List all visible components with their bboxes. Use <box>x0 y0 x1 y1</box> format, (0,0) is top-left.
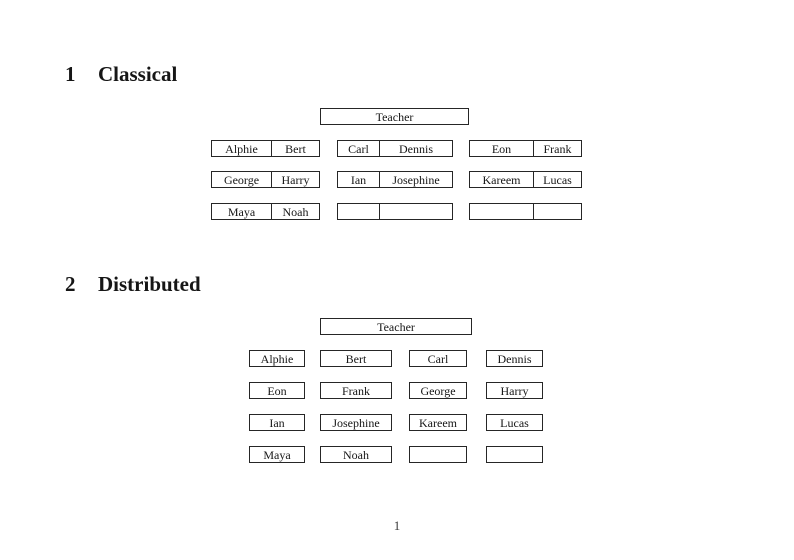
seat-cell: Dennis <box>399 141 433 156</box>
seat-cell: George <box>212 172 272 187</box>
seat-cell <box>380 204 452 219</box>
student-box: Eon <box>249 382 305 399</box>
page-number: 1 <box>393 518 401 533</box>
student-box: Dennis <box>486 350 543 367</box>
student-box: Frank <box>320 382 392 399</box>
section-2-heading: 2 Distributed <box>65 272 201 297</box>
desk <box>337 203 453 220</box>
desk: George Harry <box>211 171 320 188</box>
student-box: Lucas <box>486 414 543 431</box>
student-box: Maya <box>249 446 305 463</box>
student-box: Kareem <box>409 414 467 431</box>
section-1-number: 1 <box>65 62 76 86</box>
section-1-heading: 1 Classical <box>65 62 177 87</box>
seat-cell: Josephine <box>392 172 440 187</box>
student-box: Josephine <box>320 414 392 431</box>
section-2-number: 2 <box>65 272 76 296</box>
student-box: Harry <box>486 382 543 399</box>
student-box <box>486 446 543 463</box>
seat-cell <box>338 204 380 219</box>
seat-cell: Frank <box>543 141 572 156</box>
teacher-box: Teacher <box>320 108 469 125</box>
seat-cell: Lucas <box>543 172 572 187</box>
seat-cell: Harry <box>281 172 310 187</box>
desk: Alphie Bert <box>211 140 320 157</box>
teacher-box: Teacher <box>320 318 472 335</box>
student-box: Alphie <box>249 350 305 367</box>
seat-cell: Noah <box>282 204 309 219</box>
seat-cell: Kareem <box>470 172 534 187</box>
student-box: Noah <box>320 446 392 463</box>
student-box: Bert <box>320 350 392 367</box>
desk: Eon Frank <box>469 140 582 157</box>
desk: Maya Noah <box>211 203 320 220</box>
desk: Carl Dennis <box>337 140 453 157</box>
desk: Kareem Lucas <box>469 171 582 188</box>
section-1-title: Classical <box>98 62 178 86</box>
student-box <box>409 446 467 463</box>
student-box: George <box>409 382 467 399</box>
student-box: Ian <box>249 414 305 431</box>
section-2-title: Distributed <box>98 272 201 296</box>
seat-cell: Carl <box>338 141 380 156</box>
seat-cell: Eon <box>470 141 534 156</box>
seat-cell <box>534 204 581 219</box>
student-box: Carl <box>409 350 467 367</box>
desk: Ian Josephine <box>337 171 453 188</box>
seat-cell: Alphie <box>212 141 272 156</box>
seat-cell <box>470 204 534 219</box>
seat-cell: Bert <box>285 141 306 156</box>
seat-cell: Maya <box>212 204 272 219</box>
seat-cell: Ian <box>338 172 380 187</box>
desk <box>469 203 582 220</box>
